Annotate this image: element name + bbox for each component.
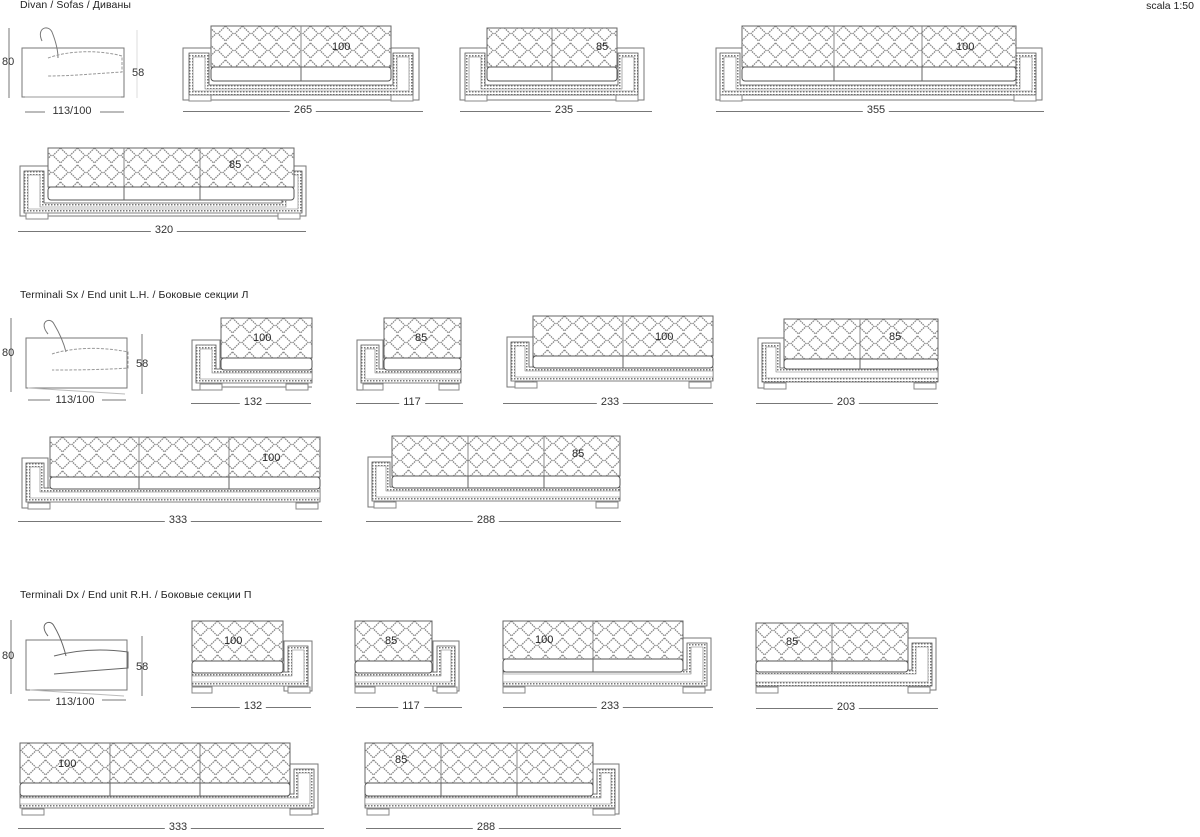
end-unit-lh-203: 85 [756,318,946,413]
seat-height-label: 58 [132,67,145,79]
sofa-front-drawing [354,620,460,694]
cushion-size-label: 100 [655,331,674,343]
width-label: 288 [472,514,500,526]
cushion-size-label: 85 [229,159,242,171]
cushion-size-label: 100 [262,452,281,464]
sofa-265: 100 [182,25,423,120]
dim-line-355: 355 [716,104,1044,118]
width-label: 233 [596,396,624,408]
cushion-size-label: 100 [956,41,975,53]
cushion-size-label: 85 [385,635,398,647]
side-profile-drawing [8,27,138,113]
cushion-size-label: 85 [786,636,799,648]
sofa-front-drawing [19,742,319,816]
sofa-front-drawing [757,318,939,390]
sofa-front-drawing [19,147,307,220]
width-label: 117 [398,700,424,712]
dim-line-lh-233: 233 [503,396,713,410]
width-label: 320 [150,224,178,236]
sofa-front-drawing [502,620,712,694]
dim-line-lh-132: 132 [191,396,311,410]
end-unit-rh-333: 100 [19,742,325,822]
width-label: 132 [239,396,267,408]
height-label: 80 [2,650,15,662]
scale-label: scala 1:50 [1146,0,1194,12]
depth-label: 113/100 [51,394,99,406]
cushion-size-label: 85 [395,754,408,766]
cushion-size-label: 100 [332,41,351,53]
sofa-front-drawing [506,315,714,389]
width-label: 132 [239,700,267,712]
section-title-end-unit-rh: Terminali Dx / End unit R.H. / Боковые с… [20,589,252,601]
cushion-size-label: 85 [889,331,902,343]
dim-line-rh-203: 203 [756,701,938,715]
cushion-size-label: 100 [253,332,272,344]
width-label: 203 [832,701,860,713]
end-unit-lh-333: 100 [20,436,325,516]
dim-line-320: 320 [18,224,306,238]
dim-line-rh-233: 233 [503,700,713,714]
depth-label: 113/100 [51,696,99,708]
dim-line-235: 235 [460,104,652,118]
width-label: 265 [289,104,317,116]
sofa-front-drawing [21,436,321,510]
width-label: 355 [862,104,890,116]
end-unit-lh-117: 85 [355,317,470,412]
cushion-size-label: 100 [58,758,77,770]
sofa-320: 85 [18,147,318,242]
side-view-end-unit-rh: 80 58 113/100 [0,616,160,716]
width-label: 117 [399,396,425,408]
end-unit-lh-132: 100 [190,317,320,412]
width-label: 333 [164,514,192,526]
sofa-front-drawing [459,27,645,102]
width-label: 333 [164,821,192,833]
cushion-size-label: 100 [535,634,554,646]
sofa-front-drawing [191,620,313,694]
width-label: 288 [472,821,500,833]
end-unit-rh-132: 100 [191,620,322,715]
depth-label: 113/100 [48,105,96,117]
dim-line-lh-117: 117 [356,396,463,410]
side-profile-drawing [10,318,143,401]
sofa-front-drawing [182,25,420,102]
end-unit-rh-203: 85 [755,622,946,717]
end-unit-rh-288: 85 [364,742,625,822]
sofa-front-drawing [715,25,1043,102]
sofa-front-drawing [364,742,620,816]
width-label: 203 [832,396,860,408]
dim-line-lh-203: 203 [756,396,938,410]
dim-line-rh-117: 117 [356,700,462,714]
dim-line-rh-288: 288 [366,821,621,835]
side-view-end-unit-lh: 80 58 113/100 [0,314,160,414]
sofa-front-drawing [367,435,621,509]
dim-line-lh-288: 288 [366,514,621,528]
width-label: 235 [550,104,578,116]
section-title-sofas: Divan / Sofas / Диваны [20,0,132,11]
seat-height-label: 58 [136,358,149,370]
sofa-front-drawing [356,317,462,391]
dim-line-rh-132: 132 [191,700,311,714]
height-label: 80 [2,347,15,359]
end-unit-lh-233: 100 [505,315,720,410]
dim-line-rh-333: 333 [18,821,324,835]
cushion-size-label: 85 [596,41,609,53]
side-profile-drawing [10,620,143,701]
dim-line-265: 265 [183,104,423,118]
side-view-sofa: 80 58 113/100 [0,20,160,120]
height-label: 80 [2,56,15,68]
end-unit-rh-117: 85 [354,620,470,715]
cushion-size-label: 100 [224,635,243,647]
seat-height-label: 58 [136,661,149,673]
cushion-size-label: 85 [572,448,585,460]
sofa-355: 100 [715,25,1046,120]
sofa-235: 85 [459,25,660,120]
sofa-front-drawing [191,317,313,391]
section-title-end-unit-lh: Terminali Sx / End unit L.H. / Боковые с… [20,289,249,301]
end-unit-rh-233: 100 [502,620,718,715]
width-label: 233 [596,700,624,712]
sofa-front-drawing [755,622,937,694]
end-unit-lh-288: 85 [366,435,626,515]
cushion-size-label: 85 [415,332,428,344]
dim-line-lh-333: 333 [18,514,322,528]
